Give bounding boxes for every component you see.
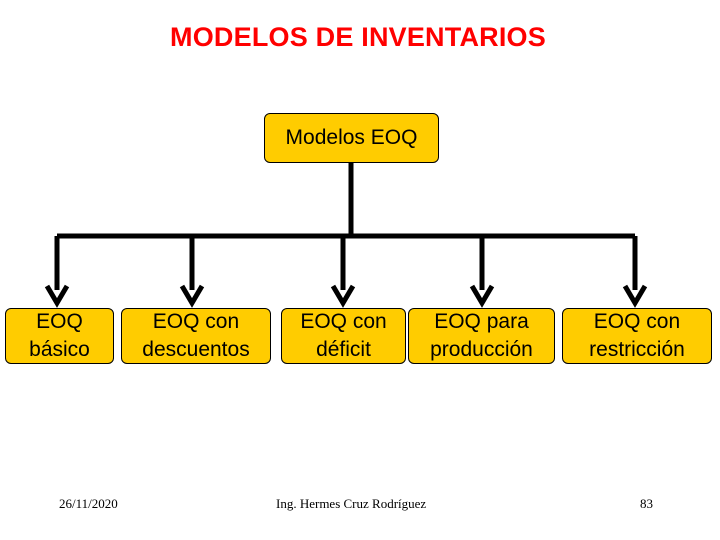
node-eoq-restriccion: EOQ con restricción — [562, 308, 712, 364]
footer-page-number: 83 — [640, 496, 653, 511]
root-node-modelos-eoq: Modelos EOQ — [264, 113, 439, 163]
root-node-label: Modelos EOQ — [285, 126, 418, 149]
node-label-line1: EOQ con — [593, 310, 681, 333]
node-label-line1: EOQ con — [300, 310, 387, 333]
node-label-line2: básico — [29, 338, 90, 361]
page-title: MODELOS DE INVENTARIOS — [170, 22, 546, 52]
arrow-to-basico — [44, 236, 70, 308]
node-eoq-descuentos: EOQ con descuentos — [121, 308, 271, 364]
arrow-to-descuentos — [179, 236, 205, 308]
footer-date: 26/11/2020 — [59, 496, 118, 511]
node-label-line2: déficit — [316, 338, 371, 361]
node-label-line1: EOQ con — [152, 310, 240, 333]
node-label-line1: EOQ para — [434, 310, 529, 333]
footer-author: Ing. Hermes Cruz Rodríguez — [276, 496, 427, 511]
node-eoq-produccion: EOQ para producción — [408, 308, 555, 364]
arrow-to-deficit — [330, 236, 356, 308]
arrow-to-produccion — [469, 236, 495, 308]
node-label-line2: descuentos — [142, 338, 250, 361]
node-label-line2: restricción — [589, 338, 685, 361]
node-eoq-basico: EOQ básico — [5, 308, 114, 364]
node-eoq-deficit: EOQ con déficit — [281, 308, 406, 364]
node-label-line2: producción — [430, 338, 533, 361]
node-label-line1: EOQ — [36, 310, 83, 333]
arrow-to-restriccion — [622, 236, 648, 308]
